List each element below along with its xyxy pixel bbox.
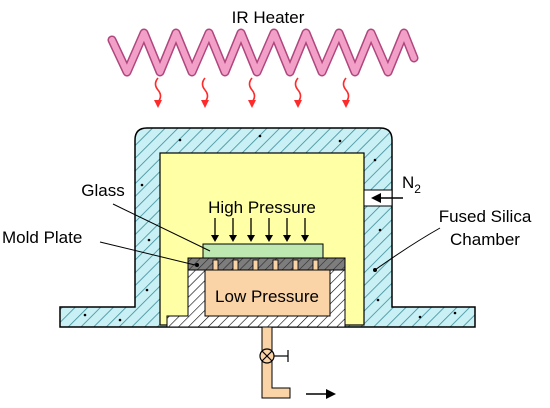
ir-heater-label: IR Heater <box>232 8 305 27</box>
mold-plate-label: Mold Plate <box>2 228 82 247</box>
fused-silica-label-line2: Chamber <box>450 230 520 249</box>
fused-silica-label-line1: Fused Silica <box>439 207 532 226</box>
fused-silica-leader-dot <box>373 268 377 272</box>
pressure-arrow-heads <box>211 235 309 242</box>
glass-sheet <box>202 243 324 259</box>
valve-icon <box>259 348 289 364</box>
mold-plate <box>187 257 346 271</box>
silica-dots <box>83 134 457 322</box>
heat-wave-arrow-icon <box>154 77 350 103</box>
mold-plate-leader-line <box>99 241 196 266</box>
ir-heater-coil-icon <box>107 28 419 77</box>
glass-label: Glass <box>81 181 124 200</box>
heat-arrow-heads <box>154 100 350 108</box>
flow-arrow-icon <box>306 389 336 399</box>
n2-flow-arrow <box>371 193 403 203</box>
low-pressure-label: Low Pressure <box>215 287 319 306</box>
mold-plate-channels <box>212 259 319 271</box>
n2-label: N2 <box>402 173 421 196</box>
low-pressure-region <box>204 269 331 317</box>
mold-plate-leader-dot <box>195 263 199 267</box>
glass-leader-line <box>112 203 211 252</box>
high-pressure-label: High Pressure <box>208 198 316 217</box>
fused-silica-leader-line <box>374 227 441 271</box>
pressure-arrow-icon <box>214 218 306 238</box>
vacuum-pipe <box>261 326 291 399</box>
